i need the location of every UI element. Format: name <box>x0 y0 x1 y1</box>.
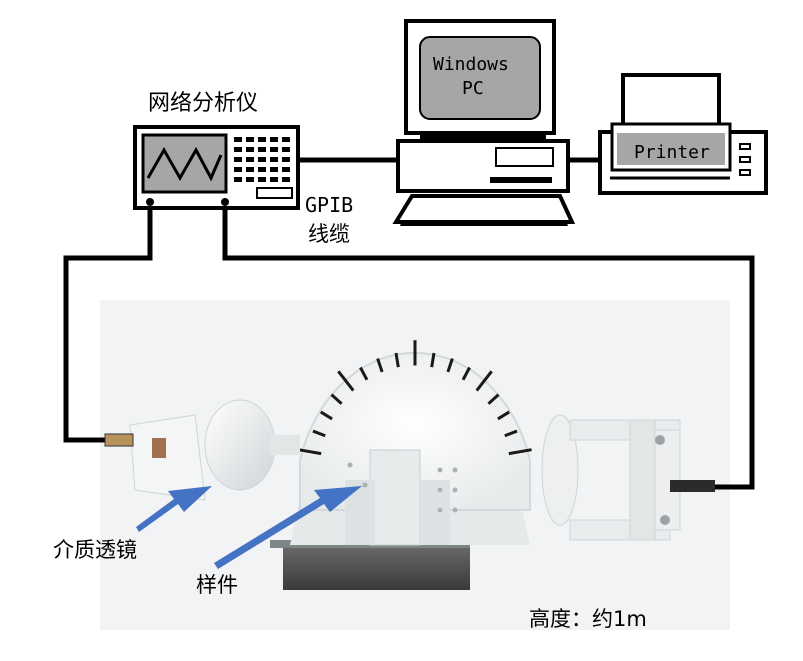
lens-label: 介质透镜 <box>53 538 137 562</box>
keypad-key <box>270 137 278 142</box>
rf-cables <box>63 157 755 490</box>
protractor-tick <box>446 358 454 373</box>
protractor-tick <box>394 352 400 368</box>
bench-photo <box>100 300 730 630</box>
sample-label: 样件 <box>196 573 238 597</box>
keypad-key <box>282 147 290 152</box>
keypad-key <box>282 137 290 142</box>
protractor-tick <box>376 358 384 373</box>
protractor-tick <box>319 410 333 421</box>
keypad-key <box>246 167 254 172</box>
protractor-ticks <box>298 340 532 456</box>
protractor-disc <box>299 351 531 511</box>
protractor-tick <box>504 429 518 438</box>
keypad-key <box>282 177 290 182</box>
left-horn-antenna <box>129 414 206 501</box>
keypad-key <box>246 147 254 152</box>
protractor-tick <box>508 448 532 456</box>
keypad-key <box>258 147 266 152</box>
pc-label-line1: Windows <box>433 54 509 75</box>
keypad-key <box>246 137 254 142</box>
lens-arrow-icon <box>136 486 212 532</box>
sample-arrow-icon <box>214 486 362 569</box>
keypad-key <box>258 137 266 142</box>
network-analyzer <box>133 125 300 210</box>
keypad-key <box>258 177 266 182</box>
monitor-screen <box>419 36 541 120</box>
pc-label-line2: PC <box>462 78 484 99</box>
keypad-key <box>270 177 278 182</box>
keypad-key <box>258 157 266 162</box>
sawtooth-trace-icon <box>146 146 223 182</box>
keypad-key <box>246 157 254 162</box>
bench-base <box>283 545 470 590</box>
annotation-arrows <box>136 486 362 569</box>
analyzer-slot <box>256 187 293 199</box>
keypad-key <box>258 167 266 172</box>
keyboard <box>392 194 576 224</box>
keypad-key <box>234 137 242 142</box>
windows-pc <box>392 19 576 226</box>
left-connector <box>104 433 134 447</box>
keypad-key <box>234 167 242 172</box>
gpib-label: GPIB <box>305 193 354 217</box>
protractor-tick <box>461 366 471 381</box>
analyzer-label: 网络分析仪 <box>148 91 259 116</box>
protractor-tick <box>359 366 369 381</box>
protractor-tick <box>430 352 436 368</box>
keypad-key <box>234 177 242 182</box>
analyzer-keypad <box>234 137 290 182</box>
protractor-tick <box>330 393 343 405</box>
keypad-key <box>234 147 242 152</box>
printer-label-panel <box>617 133 725 165</box>
keypad-key <box>282 157 290 162</box>
mount-holes <box>347 462 458 513</box>
drive-bay <box>495 147 554 167</box>
protractor-tick <box>312 429 326 438</box>
sample-holder <box>369 449 421 546</box>
dielectric-lens <box>204 399 276 491</box>
protractor-tick <box>298 448 322 456</box>
cable-label: 线缆 <box>308 222 350 246</box>
keypad-key <box>282 167 290 172</box>
port-2 <box>221 198 229 206</box>
keypad-key <box>234 157 242 162</box>
printer-buttons <box>739 143 751 176</box>
protractor-tick <box>497 410 511 421</box>
port-1 <box>146 198 154 206</box>
keypad-key <box>270 157 278 162</box>
keypad-key <box>246 177 254 182</box>
keypad-key <box>270 167 278 172</box>
horn-aperture <box>152 438 166 458</box>
keypad-key <box>270 147 278 152</box>
protractor-tick <box>487 393 500 405</box>
protractor-tick <box>337 370 355 392</box>
printer-label: Printer <box>634 142 710 163</box>
height-label: 高度：约1m <box>529 607 647 631</box>
protractor-tick <box>475 370 493 392</box>
printer <box>598 73 768 195</box>
right-receiver-frame <box>541 414 715 541</box>
